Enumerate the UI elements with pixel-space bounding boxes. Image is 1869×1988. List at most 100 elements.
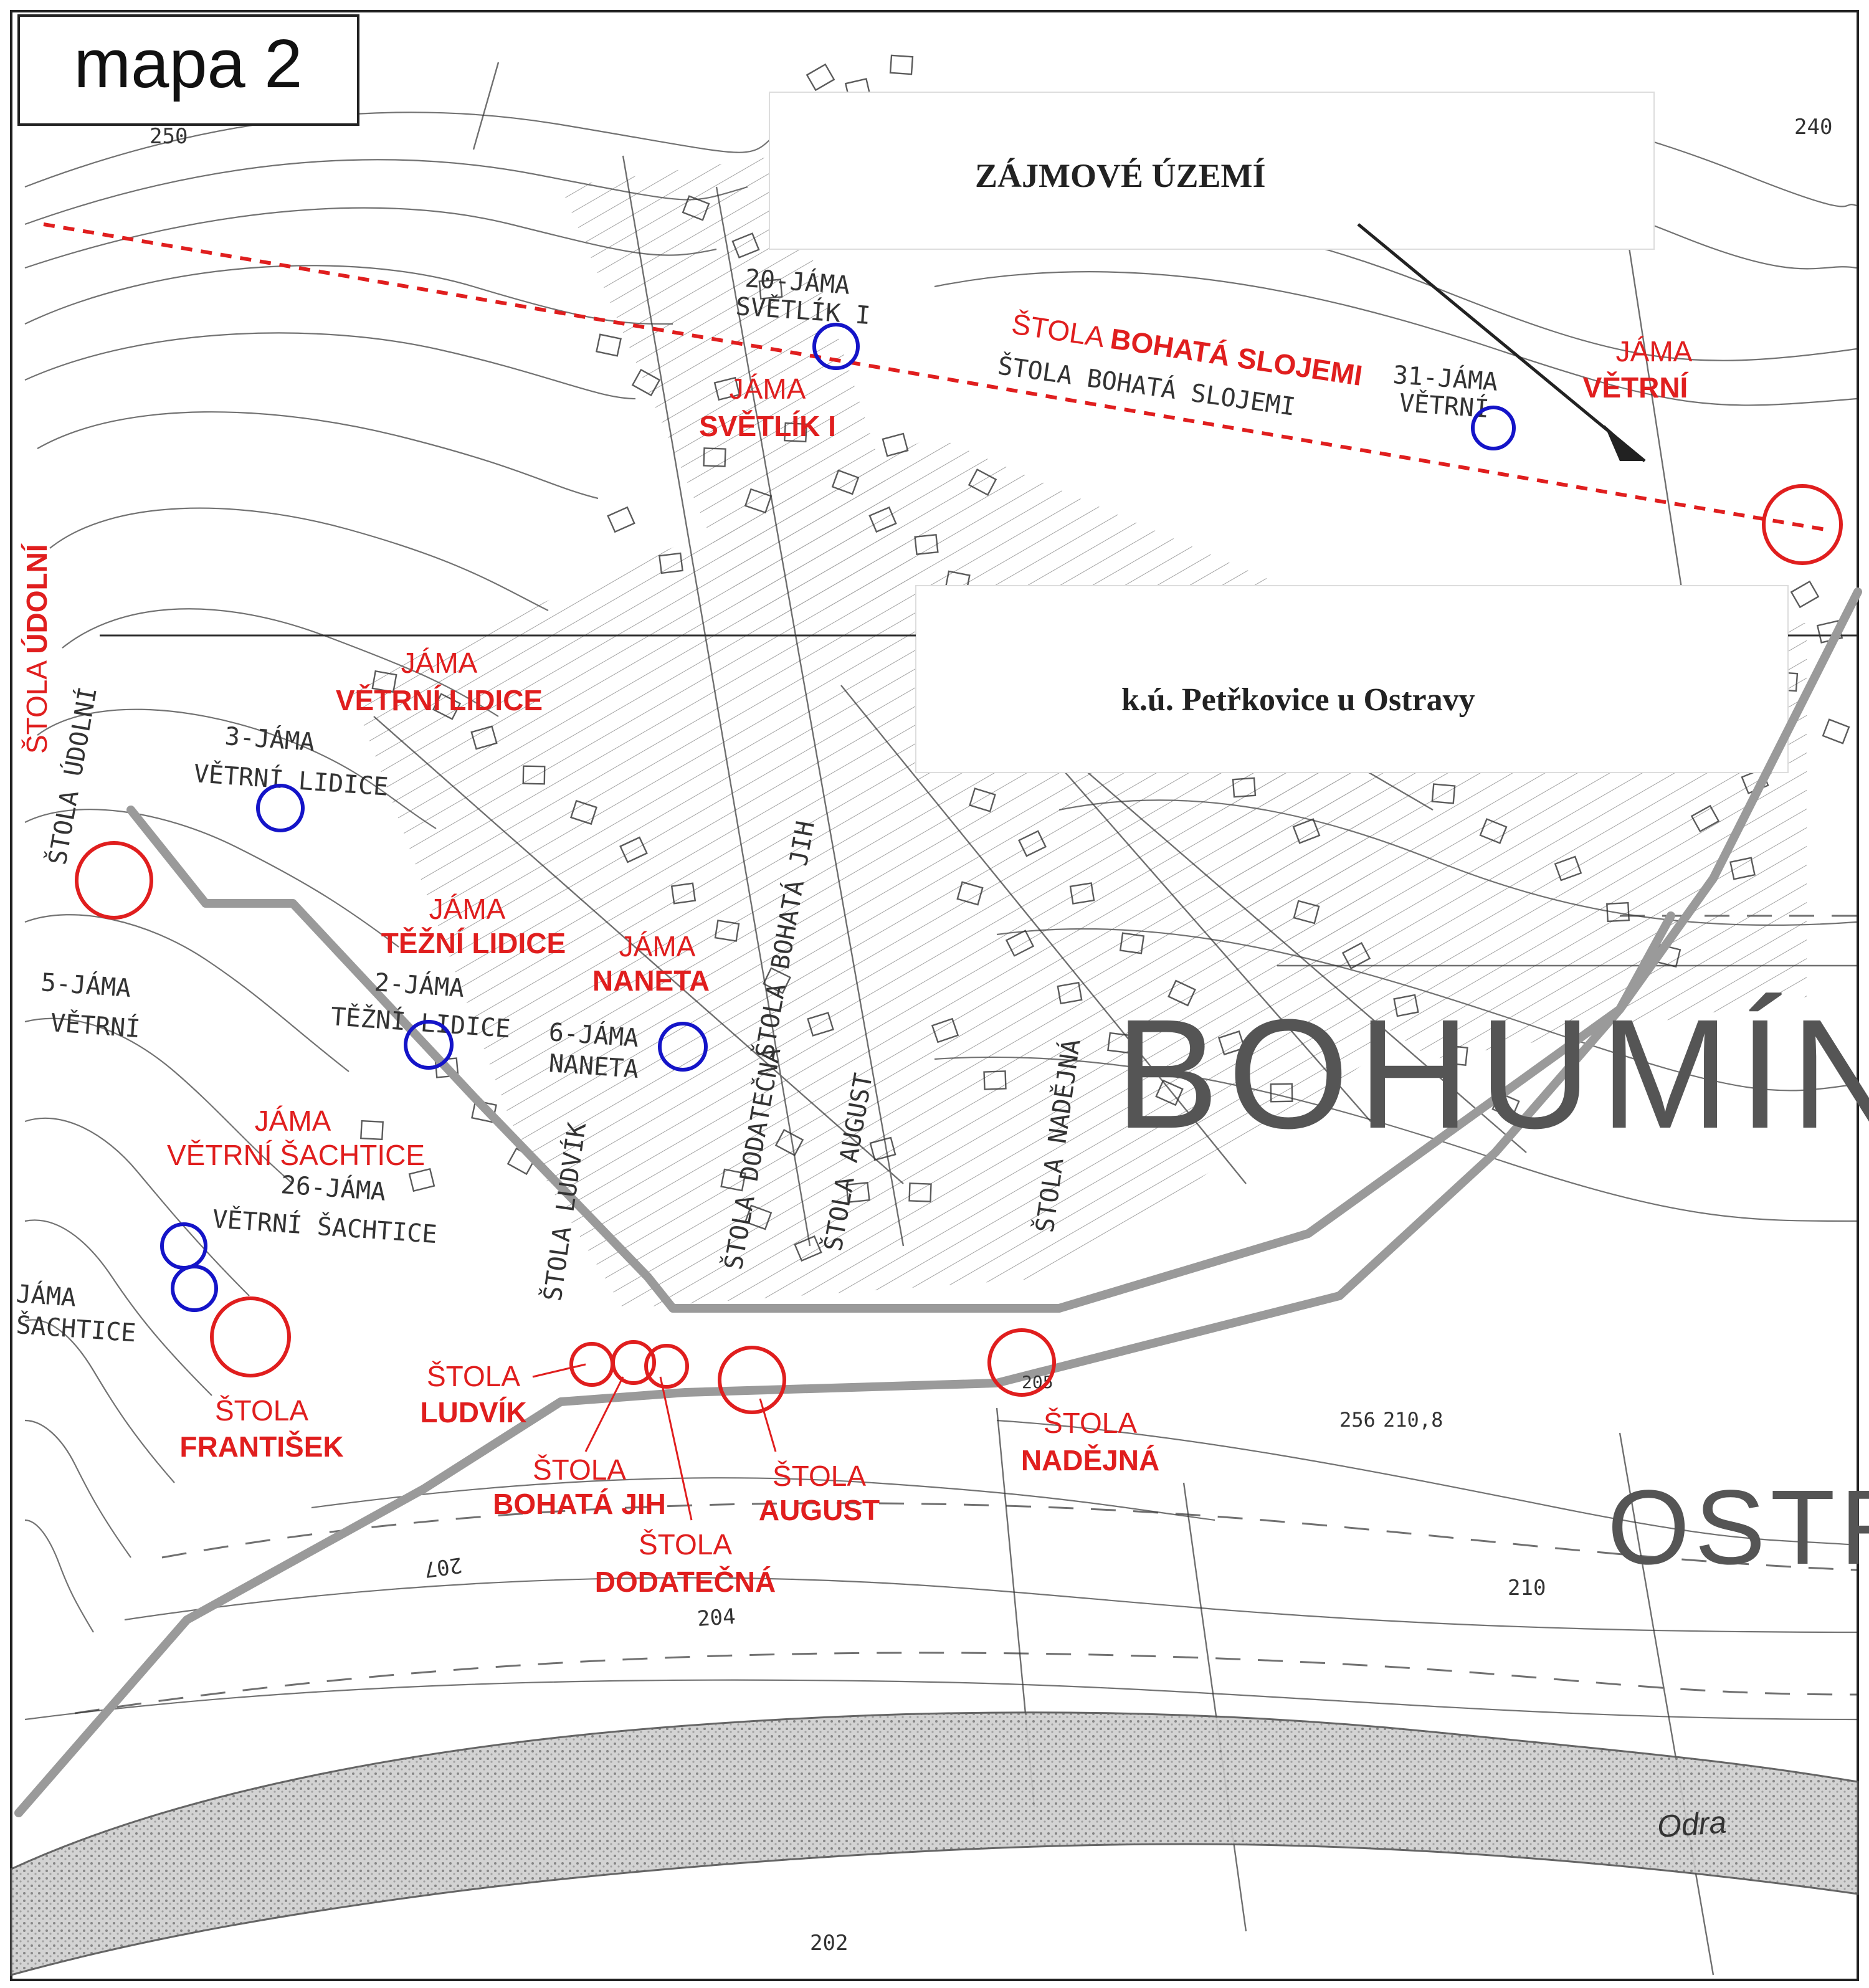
label-frantisek-line2: FRANTIŠEK: [179, 1430, 343, 1463]
label-vetrni-lidice-line1: JÁMA: [401, 647, 478, 679]
adit-marker-bohata-slojemi: [1762, 484, 1843, 565]
label-vetrni-line2: VĚTRNÍ: [1583, 371, 1689, 404]
building-square: [956, 881, 984, 906]
building-square: [713, 376, 741, 401]
label-dodatecna-line1: ŠTOLA: [639, 1528, 732, 1561]
adit-marker-nadejna: [987, 1328, 1056, 1397]
label-august-line2: AUGUST: [759, 1494, 880, 1526]
basemap-label: 250: [150, 124, 188, 149]
building-square: [1341, 942, 1371, 969]
label-vetrni-lidice-line2: VĚTRNÍ LIDICE: [336, 684, 543, 716]
cadastre-banner: [915, 585, 1789, 773]
building-square: [1443, 1044, 1468, 1067]
building-square: [882, 432, 909, 457]
building-square: [845, 1181, 870, 1204]
adit-marker-frantisek: [210, 1296, 291, 1377]
label-dodatecna-line2: DODATEČNÁ: [595, 1566, 776, 1598]
label-nadejna-line1: ŠTOLA: [1044, 1407, 1137, 1439]
label-tezni-lidice-line1: JÁMA: [429, 893, 506, 925]
basemap-label: 256: [1339, 1408, 1376, 1432]
markers: [75, 323, 1843, 1414]
title-box: [17, 14, 359, 126]
label-bohata-jih-line2: BOHATÁ JIH: [493, 1488, 666, 1520]
building-square: [408, 1168, 435, 1192]
building-square: [868, 506, 897, 533]
label-tezni-lidice-line2: TĚŽNÍ LIDICE: [381, 927, 566, 959]
cadastre-banner-text: k.ú. Petřkovice u Ostravy: [1121, 682, 1475, 718]
building-square: [774, 1129, 804, 1156]
building-square: [596, 333, 622, 357]
basemap-label: 240: [1794, 115, 1832, 140]
basemap-label: 202: [810, 1931, 848, 1956]
building-square: [969, 787, 996, 812]
basemap-label: 3-JÁMA: [224, 721, 315, 757]
building-square: [1729, 857, 1756, 880]
zone-arrow-line: [1357, 223, 1646, 462]
building-square: [371, 670, 397, 693]
building-square: [360, 1120, 384, 1141]
building-square: [1155, 1079, 1184, 1106]
adit-marker-bohata-jih: [611, 1340, 656, 1385]
building-square: [670, 882, 697, 905]
label-udolni-line1: ŠTOLA: [21, 654, 53, 754]
basemap-label: 204: [697, 1604, 736, 1632]
label-ludvik-line1: ŠTOLA: [427, 1360, 520, 1392]
dashed-lines: [74, 915, 1857, 1715]
label-svetlik-line1: JÁMA: [730, 373, 806, 405]
building-square: [682, 195, 710, 221]
building-square: [1057, 981, 1083, 1005]
adit-marker-august: [718, 1346, 786, 1414]
shaft-marker-vetrni-sachtice-2: [171, 1265, 218, 1312]
building-square: [1393, 994, 1419, 1017]
building-square: [522, 765, 546, 785]
building-square: [908, 1182, 932, 1202]
building-square: [631, 368, 661, 397]
building-square: [1293, 900, 1320, 925]
building-square: [703, 447, 726, 467]
building-square: [889, 54, 914, 75]
building-square: [619, 836, 648, 863]
odra-river: [10, 1711, 1859, 1976]
building-square: [968, 468, 997, 496]
basemap-label: 207: [422, 1552, 464, 1582]
shaft-marker-tezni-lidice: [404, 1020, 454, 1070]
basemap-label: VĚTRNÍ: [49, 1007, 141, 1044]
road-lower: [14, 911, 1675, 1817]
bohumin-label: BOHUMÍN 9: [1115, 987, 1869, 1161]
label-naneta-line2: NANETA: [592, 964, 710, 997]
building-square: [569, 799, 598, 825]
building-square: [983, 1070, 1007, 1090]
label-udolni-line2: ÚDOLNÍ: [21, 543, 53, 654]
building-square: [806, 63, 835, 92]
basemap-label: 5-JÁMA: [40, 967, 131, 1003]
building-square: [731, 232, 760, 259]
label-vetrni-line1: JÁMA: [1616, 335, 1693, 368]
buildings: [360, 54, 1850, 1262]
stola-bohata-slojemi-line: [43, 222, 1826, 531]
building-square: [1554, 855, 1582, 882]
building-square: [714, 920, 740, 942]
building-square: [1017, 830, 1047, 857]
ostrava-label: OSTR: [1607, 1468, 1869, 1587]
shaft-marker-vetrni: [1471, 406, 1516, 450]
building-square: [1232, 777, 1257, 798]
adit-marker-udolni: [75, 841, 153, 920]
building-square: [1431, 783, 1456, 804]
zone-banner-text: ZÁJMOVÉ ÚZEMÍ: [975, 157, 1266, 194]
basemap-label: NANETA: [548, 1049, 639, 1084]
building-square: [1217, 1030, 1246, 1056]
label-frantisek-line1: ŠTOLA: [215, 1394, 308, 1427]
building-square: [1606, 901, 1630, 923]
building-square: [1790, 580, 1820, 609]
building-square: [432, 693, 462, 720]
basemap-label: JÁMA: [15, 1278, 77, 1313]
building-square: [869, 1136, 896, 1161]
label-udolni: ŠTOLA ÚDOLNÍ: [21, 543, 53, 754]
building-square: [744, 488, 773, 514]
label-svetlik-line2: SVĚTLÍK I: [699, 410, 836, 442]
building-square: [1069, 882, 1095, 905]
label-nadejna-line2: NADĚJNÁ: [1021, 1444, 1159, 1477]
label-naneta-line1: JÁMA: [619, 930, 696, 963]
